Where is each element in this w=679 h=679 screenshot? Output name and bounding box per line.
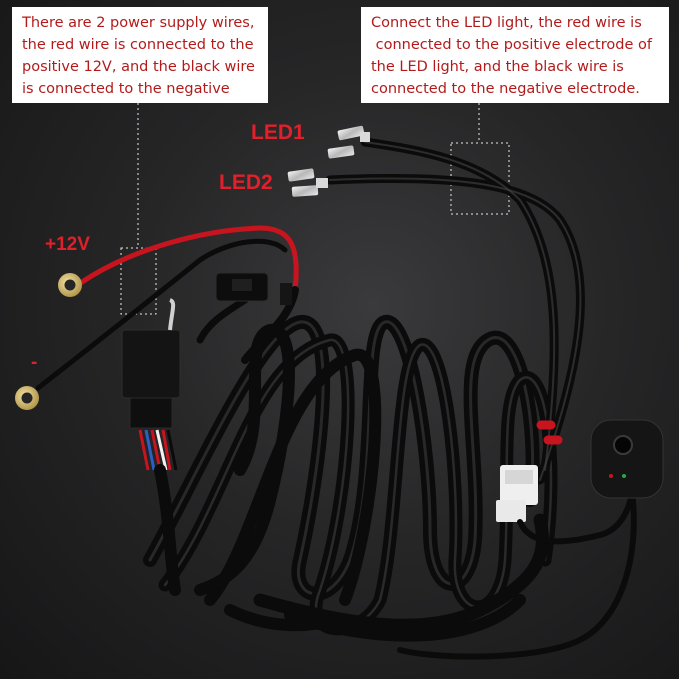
relay-harness-branch — [154, 464, 181, 596]
callout-led-line-4: connected to the negative electrode. — [371, 81, 640, 97]
callout-led-line-3: the LED light, and the black wire is — [371, 59, 624, 75]
label-led1: LED1 — [251, 121, 305, 144]
on-off-switch — [590, 419, 664, 499]
callout-power-line-1: There are 2 power supply wires, — [22, 15, 255, 31]
fuse-holder — [215, 272, 292, 305]
ring-terminal-negative — [15, 386, 39, 410]
switch-cable — [397, 487, 637, 660]
pointer-line-right — [450, 103, 510, 215]
callout-led-line-2: connected to the positive electrode of — [371, 37, 652, 53]
callout-power-line-3: positive 12V, and the black wire — [22, 59, 255, 75]
label-led2: LED2 — [219, 171, 273, 194]
cable-coil — [143, 315, 558, 642]
callout-led-line-1: Connect the LED light, the red wire is — [371, 15, 642, 31]
callout-led-connection: Connect the LED light, the red wire is c… — [361, 7, 669, 103]
switch-connector-plug — [496, 465, 538, 522]
pointer-line-left — [120, 103, 157, 315]
callout-power-line-4: is connected to the negative — [22, 81, 230, 97]
relay — [121, 298, 181, 471]
label-positive-12v: +12V — [45, 234, 90, 255]
spade-terminals-led1 — [327, 125, 370, 159]
callout-power-line-2: the red wire is connected to the — [22, 37, 254, 53]
callout-power-supply: There are 2 power supply wires, the red … — [12, 7, 268, 103]
label-negative: - — [31, 352, 38, 373]
led-output-wires — [325, 137, 585, 485]
spade-terminals-led2 — [287, 168, 328, 197]
ring-terminal-positive — [58, 273, 82, 297]
power-supply-wires — [35, 225, 299, 391]
